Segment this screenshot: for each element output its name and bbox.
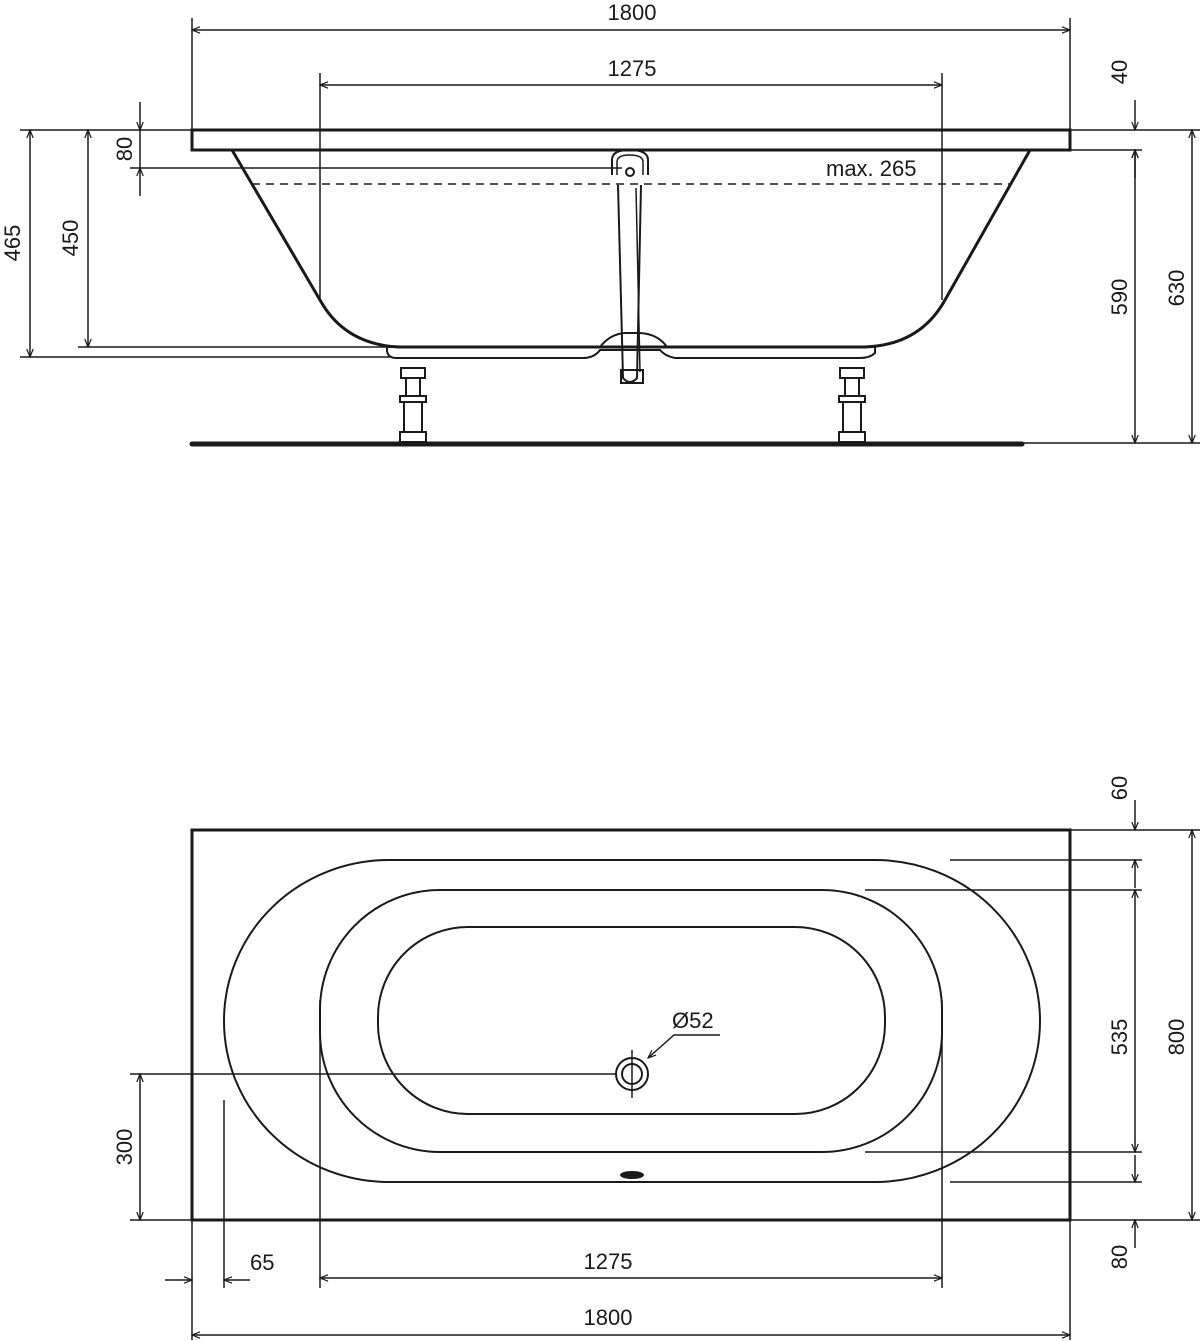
rim-inner-edge (223, 859, 1041, 1183)
dim-drain-diameter: Ø52 (672, 1008, 714, 1033)
extension-lines (20, 18, 1200, 444)
dim-height-465: 465 (0, 225, 25, 262)
side-view: max. 265 (0, 0, 1200, 447)
dim-height-590: 590 (1107, 279, 1132, 316)
dim-overall-width: 800 (1164, 1019, 1189, 1056)
dim-height-450: 450 (58, 220, 83, 257)
dim-height-630: 630 (1164, 270, 1189, 307)
dim-overall-length-top-view: 1800 (584, 1305, 633, 1330)
dim-inner-width: 535 (1107, 1019, 1132, 1056)
overflow-outlet (620, 1171, 644, 1179)
support-frame (386, 332, 876, 359)
waste-overflow-pipe (611, 148, 649, 384)
drain-leader (648, 1034, 720, 1058)
max-water-level-label: max. 265 (826, 156, 917, 181)
top-view: Ø52 300 65 1275 1800 60 535 (112, 776, 1200, 1340)
adjustable-foot-right (838, 367, 866, 443)
dim-side-margin: 65 (250, 1250, 274, 1275)
basin-floor (377, 926, 886, 1115)
drain (615, 1050, 649, 1098)
dim-inner-length-top-view: 1275 (584, 1249, 633, 1274)
dim-overflow-offset: 80 (112, 137, 137, 161)
dim-rim-thickness: 40 (1107, 60, 1132, 84)
tub-rim (190, 128, 1072, 152)
tub-outline (190, 828, 1072, 1222)
basin-upper-edge (319, 889, 943, 1153)
dim-inner-length: 1275 (608, 56, 657, 81)
adjustable-foot-left (399, 367, 427, 443)
dim-bottom-margin: 80 (1107, 1245, 1132, 1269)
extension-lines-top-view (130, 829, 1200, 1340)
dim-drain-offset: 300 (112, 1129, 137, 1166)
tub-body (230, 149, 1032, 349)
dim-overall-length: 1800 (608, 0, 657, 25)
dim-top-margin: 60 (1107, 776, 1132, 800)
